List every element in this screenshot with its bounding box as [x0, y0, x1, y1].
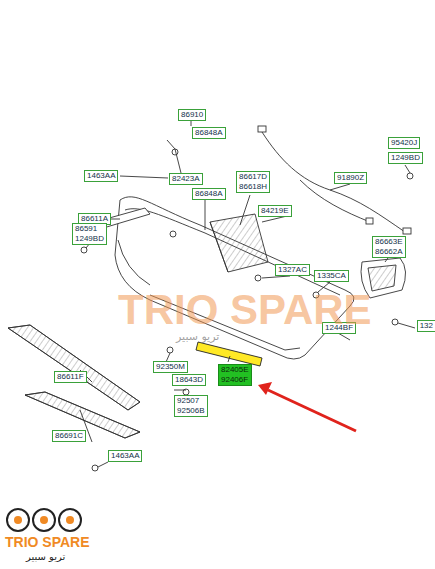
callout-number: 1249BD	[391, 153, 420, 163]
callout-box: 9250792506B	[174, 395, 208, 417]
callout-number: 86611F	[57, 372, 84, 382]
watermark: TRIO SPARE	[118, 286, 372, 334]
callout-box: 18643D	[172, 374, 206, 386]
callout-box: 1249BD	[388, 152, 423, 164]
callout-number: 92507	[177, 396, 205, 406]
callout-number: 92506B	[177, 406, 205, 416]
callout-number: 86848A	[195, 189, 223, 199]
callout-number: 1463AA	[87, 171, 115, 181]
callout-number: 86617D	[239, 172, 267, 182]
callout-number: 132	[420, 321, 433, 331]
callout-number: 18643D	[175, 375, 203, 385]
callout-box: 82405E92406F	[218, 364, 252, 386]
callout-number: 91890Z	[337, 173, 364, 183]
callout-number: 86663E	[375, 237, 403, 247]
callout-box: 132	[417, 320, 435, 332]
callout-box: 86691C	[52, 430, 86, 442]
callout-number: 86591	[75, 224, 104, 234]
callout-box: 86848A	[192, 127, 226, 139]
callout-number: 92350M	[156, 362, 185, 372]
callout-box: 1335CA	[314, 270, 349, 282]
callout-box: 92350M	[153, 361, 188, 373]
watermark: تريو سبير	[176, 330, 219, 343]
callout-number: 86691C	[55, 431, 83, 441]
callout-number: 1463AA	[111, 451, 139, 461]
callout-number: 1249BD	[75, 234, 104, 244]
callout-box: 865911249BD	[72, 223, 107, 245]
callout-number: 86618H	[239, 182, 267, 192]
callout-number: 1335CA	[317, 271, 346, 281]
logo-text: TRIO SPARE	[5, 534, 90, 550]
callout-number: 95420J	[391, 138, 417, 148]
callout-box: 1463AA	[108, 450, 142, 462]
callout-number: 86662A	[375, 247, 403, 257]
callout-box: 86663E86662A	[372, 236, 406, 258]
callout-box: 86910	[178, 109, 206, 121]
callout-number: 82423A	[172, 174, 200, 184]
callout-box: 95420J	[388, 137, 420, 149]
logo-text: تريو سبير	[26, 551, 65, 562]
callout-box: 91890Z	[334, 172, 367, 184]
callout-box: 86848A	[192, 188, 226, 200]
callout-box: 82423A	[169, 173, 203, 185]
callout-number: 84219E	[261, 206, 289, 216]
callout-box: 1327AC	[275, 264, 310, 276]
callout-box: 1463AA	[84, 170, 118, 182]
callout-number: 82405E	[221, 365, 249, 375]
callout-number: 86848A	[195, 128, 223, 138]
callout-number: 1327AC	[278, 265, 307, 275]
callout-box: 86617D86618H	[236, 171, 270, 193]
callout-number: 92406F	[221, 375, 249, 385]
callout-number: 86910	[181, 110, 203, 120]
callout-box: 86611F	[54, 371, 87, 383]
callout-box: 84219E	[258, 205, 292, 217]
